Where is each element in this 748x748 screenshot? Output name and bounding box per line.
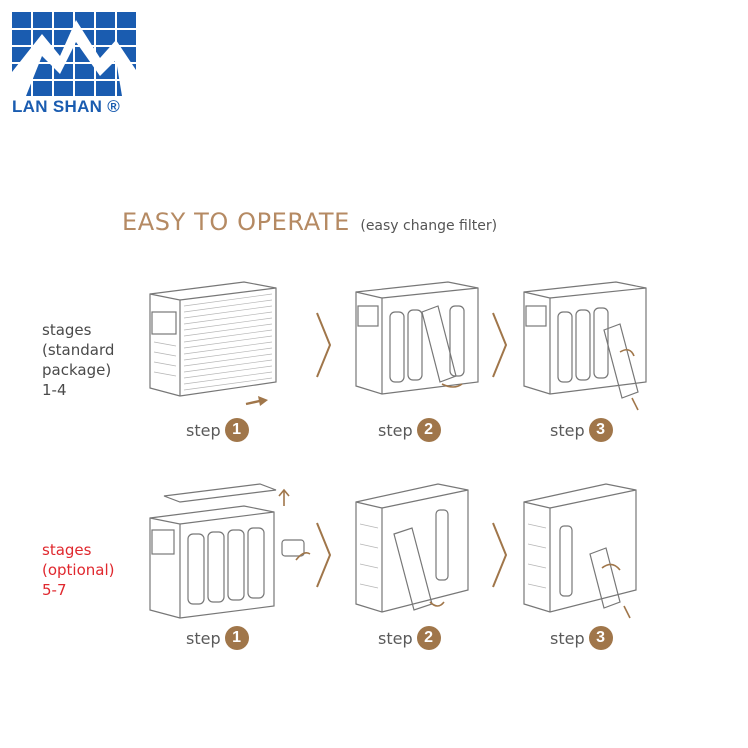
mountain-grid-logo-icon	[12, 12, 136, 96]
purifier-open-illustration	[355, 281, 479, 395]
purifier-top-open-illustration	[149, 483, 311, 619]
heading: EASY TO OPERATE (easy change filter)	[122, 208, 497, 236]
step-indicator: step 3	[550, 626, 613, 650]
stage-label-line: stages	[42, 321, 92, 339]
step-indicator: step 1	[186, 626, 249, 650]
page-title: EASY TO OPERATE	[122, 208, 350, 236]
stage-label-line: 5-7	[42, 581, 67, 599]
stage-label-standard: stages (standard package) 1-4	[42, 320, 142, 400]
brand-name: LAN SHAN ®	[12, 97, 121, 116]
stage-label-line: (optional)	[42, 561, 115, 579]
step-label: step	[550, 420, 585, 440]
step-number-badge: 1	[224, 418, 249, 442]
chevron-right-icon	[316, 522, 332, 588]
stage-label-line: (standard	[42, 341, 115, 359]
step-number-badge: 2	[416, 418, 441, 442]
step-number-badge: 2	[416, 626, 441, 650]
stage-label-line: package)	[42, 361, 112, 379]
step-indicator: step 2	[378, 626, 441, 650]
step-label: step	[186, 628, 221, 648]
step-label: step	[186, 420, 221, 440]
purifier-closed-illustration	[149, 281, 277, 397]
purifier-remove-illustration	[523, 281, 647, 411]
chevron-right-icon	[492, 312, 508, 378]
step-label: step	[378, 420, 413, 440]
step-label: step	[550, 628, 585, 648]
purifier-side-open-illustration	[355, 483, 469, 613]
chevron-right-icon	[316, 312, 332, 378]
step-indicator: step 1	[186, 418, 249, 442]
step-label: step	[378, 628, 413, 648]
stage-label-line: stages	[42, 541, 92, 559]
brand-logo	[12, 12, 142, 122]
step-number-badge: 3	[588, 626, 613, 650]
stage-label-optional: stages (optional) 5-7	[42, 540, 142, 600]
step-indicator: step 3	[550, 418, 613, 442]
step-indicator: step 2	[378, 418, 441, 442]
page-subtitle: (easy change filter)	[360, 218, 498, 234]
stage-label-line: 1-4	[42, 381, 67, 399]
step-number-badge: 3	[588, 418, 613, 442]
arrow-icon	[245, 396, 268, 406]
step-number-badge: 1	[224, 626, 249, 650]
chevron-right-icon	[492, 522, 508, 588]
purifier-side-remove-illustration	[523, 483, 637, 619]
